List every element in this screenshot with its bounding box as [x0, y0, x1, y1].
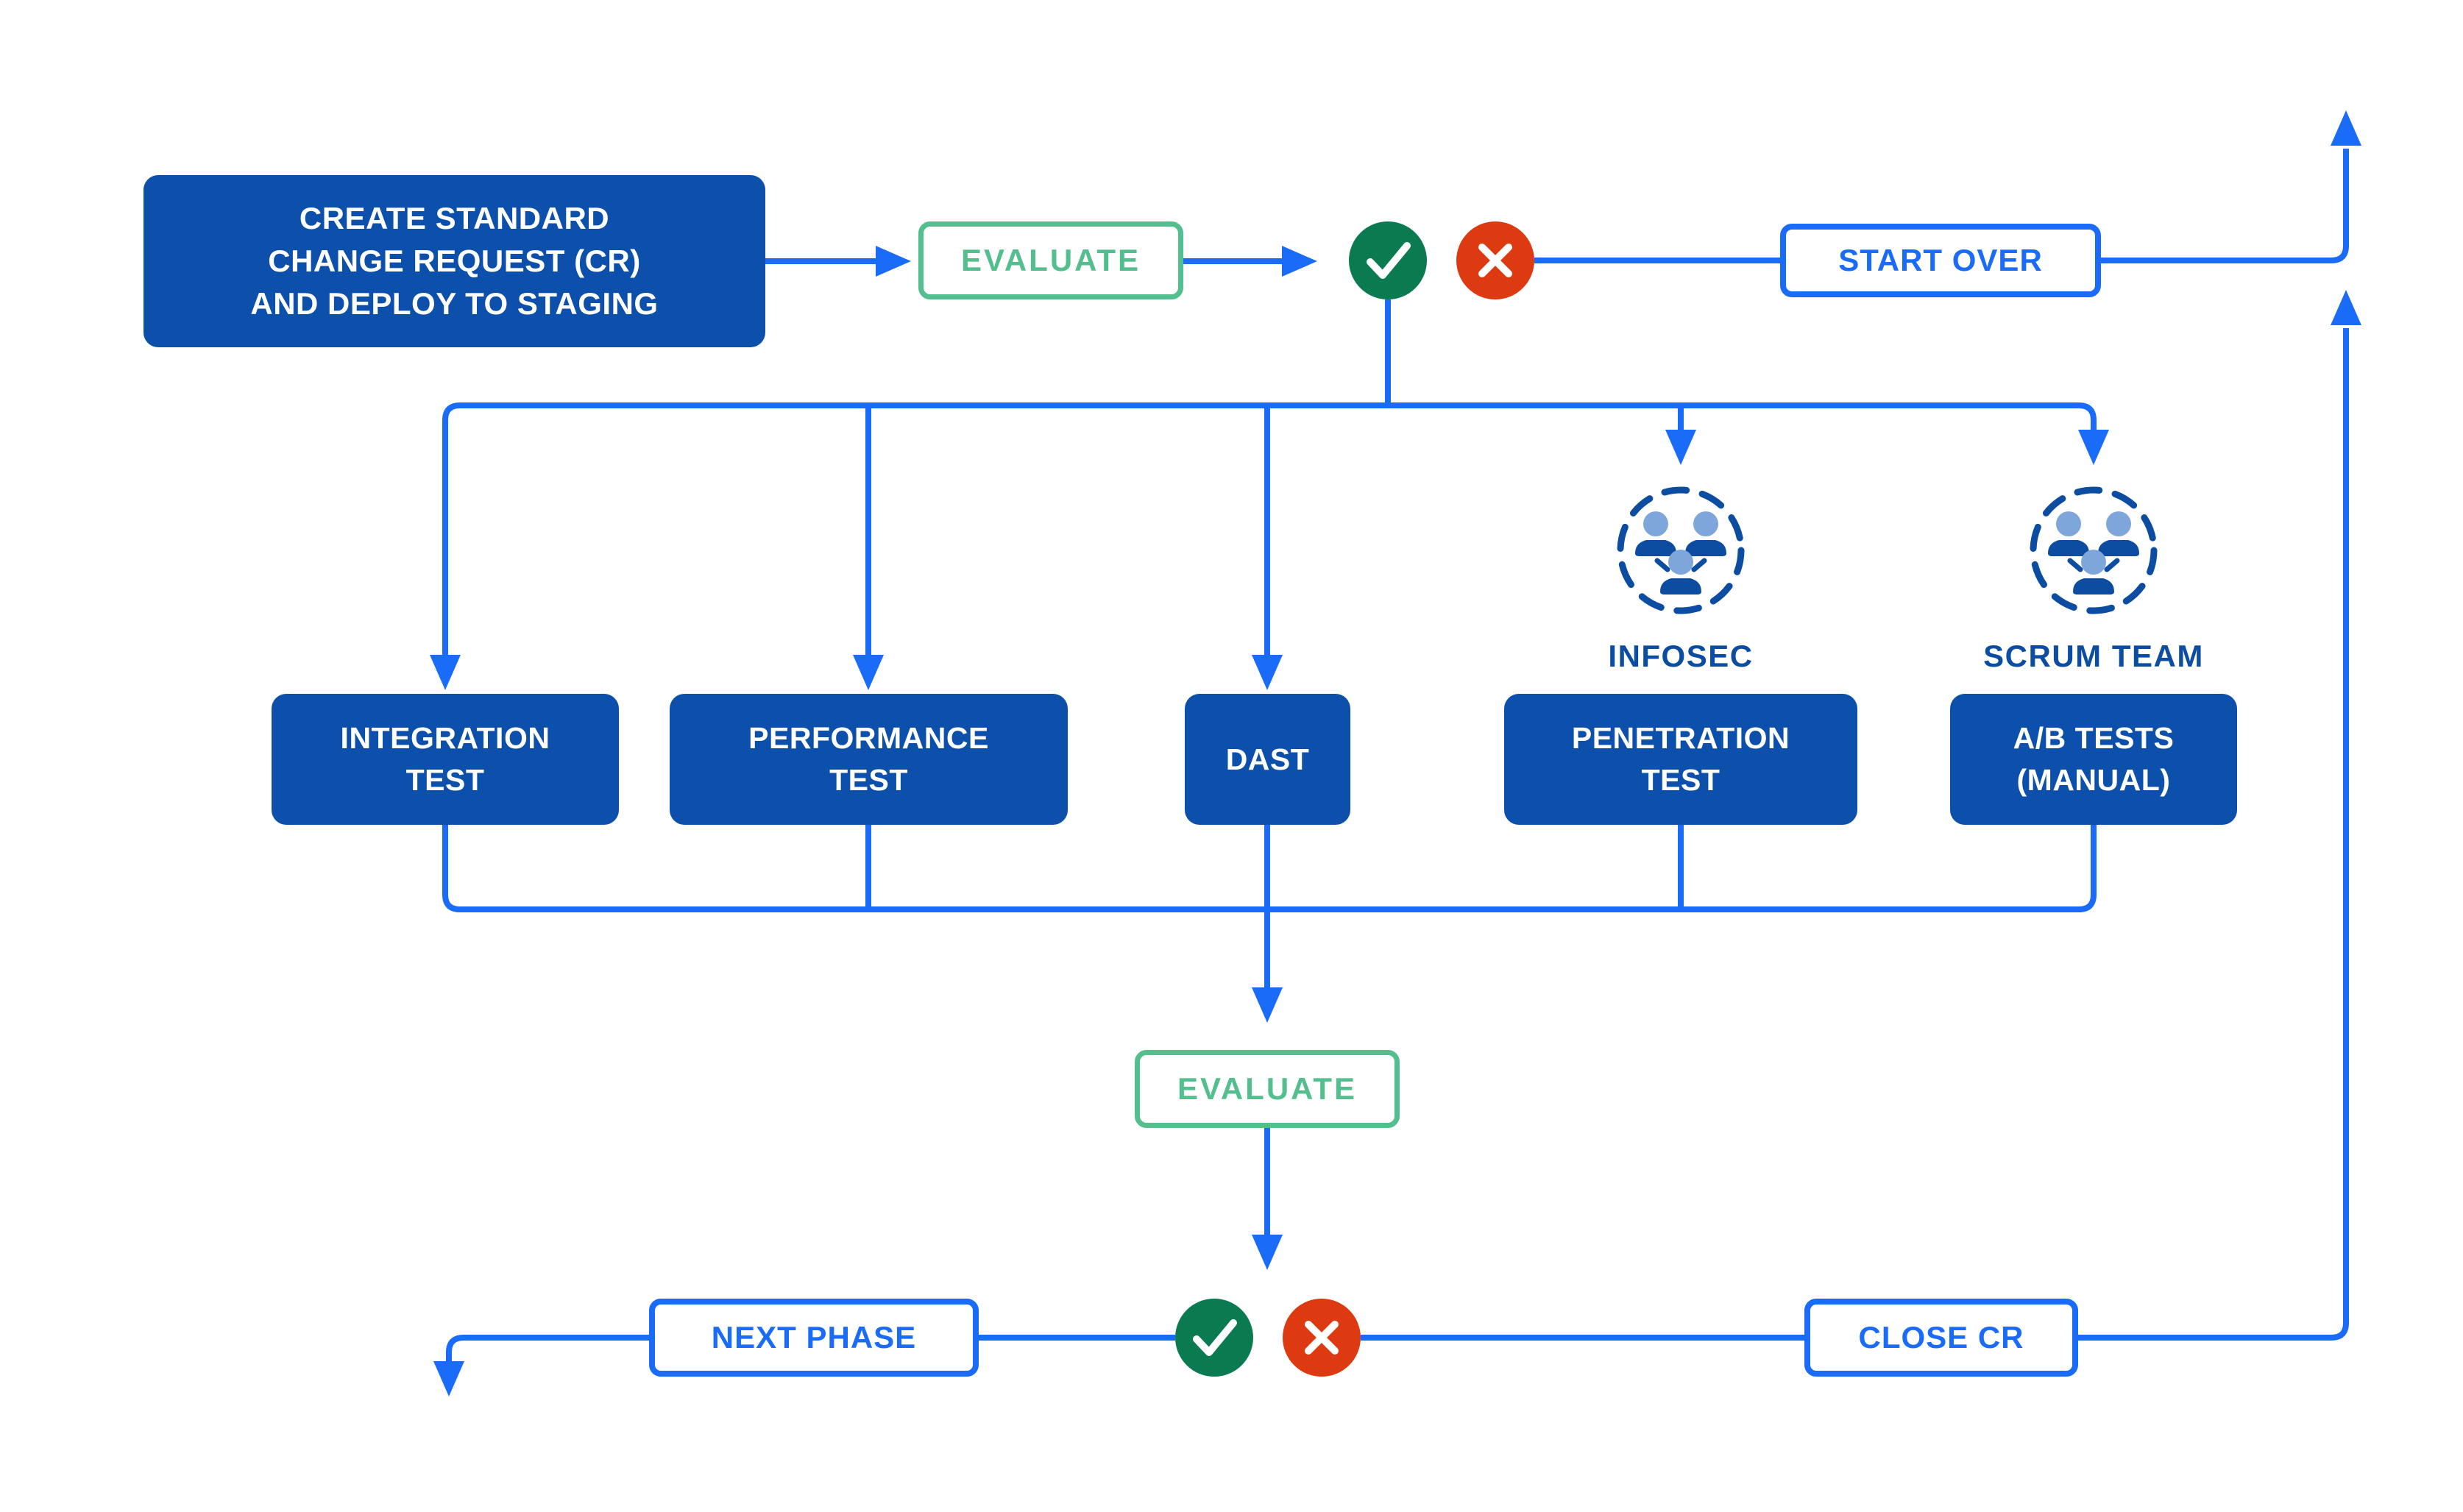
arrowhead-down-icon — [1252, 987, 1283, 1023]
box-text-line: INTEGRATION — [340, 721, 550, 755]
box-text-line: PERFORMANCE — [748, 721, 989, 755]
close-cr-box: CLOSE CR — [1804, 1299, 2078, 1377]
box-text-line: (MANUAL) — [2016, 763, 2171, 797]
check-glyph — [1367, 242, 1411, 279]
box-text-line: CREATE STANDARD — [299, 201, 610, 235]
infosec-label: INFOSEC — [1608, 639, 1754, 673]
connector-lines — [442, 149, 2349, 1361]
arrowhead-right-icon — [876, 246, 911, 277]
performance-test-box: PERFORMANCE TEST — [670, 694, 1068, 825]
pass-badge — [1349, 221, 1427, 299]
dashed-ring — [2030, 486, 2158, 614]
box-text-line: DAST — [1225, 742, 1310, 776]
box-text-line: TEST — [1641, 763, 1720, 797]
evaluate-label: EVALUATE — [960, 243, 1141, 277]
box-text-line: TEST — [829, 763, 908, 797]
evaluate-label: EVALUATE — [1177, 1071, 1358, 1106]
fail-badge — [1283, 1299, 1361, 1377]
person-figure — [2073, 550, 2114, 594]
arrowhead-down-icon — [2078, 430, 2109, 465]
arrowhead-down-icon — [430, 655, 461, 690]
arrowheads — [430, 110, 2361, 1396]
box-text-line: A/B TESTS — [2013, 721, 2175, 755]
start-over-box: START OVER — [1780, 224, 2101, 297]
ab-tests-box: A/B TESTS (MANUAL) — [1950, 694, 2237, 825]
box-text-line: PENETRATION — [1571, 721, 1790, 755]
team-people-icon — [1617, 486, 1745, 614]
cross-glyph — [1305, 1321, 1339, 1355]
box-text-line: AND DEPLOY TO STAGING — [250, 286, 659, 321]
evaluate-bottom-box: EVALUATE — [1135, 1050, 1400, 1128]
person-figure — [1660, 550, 1701, 594]
penetration-test-box: PENETRATION TEST — [1504, 694, 1857, 825]
line-closecr-up — [2078, 328, 2349, 1341]
check-icon — [1349, 221, 1427, 299]
person-figure — [2098, 511, 2139, 556]
link-lines — [2067, 558, 2120, 572]
box-text-line: CHANGE REQUEST (CR) — [268, 244, 641, 278]
start-over-label: START OVER — [1838, 243, 2043, 277]
check-glyph — [1193, 1319, 1237, 1356]
close-cr-label: CLOSE CR — [1858, 1320, 2024, 1355]
next-phase-label: NEXT PHASE — [711, 1320, 917, 1355]
scrum-team-label: SCRUM TEAM — [1983, 639, 2204, 673]
dast-box: DAST — [1185, 694, 1350, 825]
arrowhead-up-icon — [2331, 290, 2361, 325]
integration-test-box: INTEGRATION TEST — [272, 694, 619, 825]
arrowhead-down-icon — [1665, 430, 1696, 465]
line-startover-loop-up — [2101, 149, 2349, 263]
arrowhead-down-icon — [433, 1361, 464, 1396]
person-figure — [2048, 511, 2089, 556]
cross-glyph — [1478, 244, 1512, 277]
person-figure — [1635, 511, 1676, 556]
next-phase-box: NEXT PHASE — [649, 1299, 979, 1377]
fail-badge — [1456, 221, 1534, 299]
box-text-line: TEST — [405, 763, 485, 797]
team-people-icon — [2030, 486, 2158, 614]
check-icon — [1175, 1299, 1253, 1377]
arrowhead-up-icon — [2331, 110, 2361, 146]
evaluate-top-box: EVALUATE — [918, 221, 1183, 299]
arrowhead-down-icon — [1252, 1235, 1283, 1270]
pass-badge — [1175, 1299, 1253, 1377]
dashed-ring — [1617, 486, 1745, 614]
person-figure — [1685, 511, 1726, 556]
arrowhead-right-icon — [1282, 246, 1317, 277]
arrowhead-down-icon — [853, 655, 884, 690]
arrowhead-down-icon — [1252, 655, 1283, 690]
link-lines — [1654, 558, 1707, 572]
line-nextphase-exit — [446, 1335, 649, 1361]
create-change-request-box: CREATE STANDARD CHANGE REQUEST (CR) AND … — [143, 175, 765, 347]
